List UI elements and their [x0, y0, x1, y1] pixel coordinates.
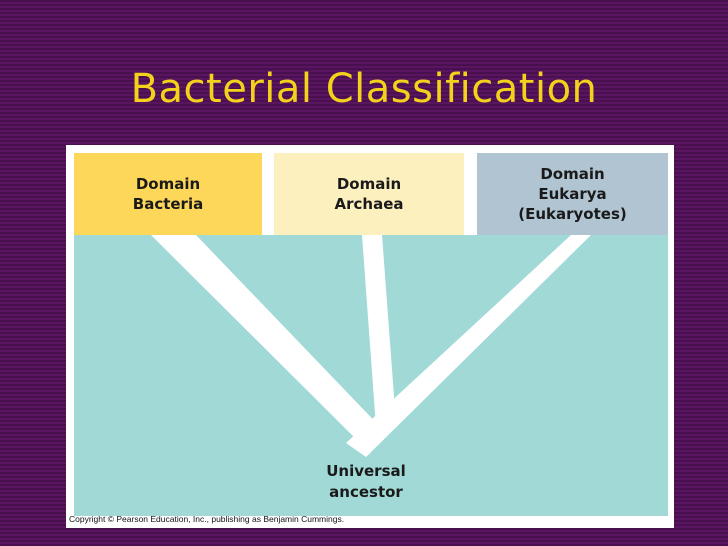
- universal-ancestor-label: Universal ancestor: [291, 461, 441, 503]
- phylogenetic-tree-figure: Domain Bacteria Domain Archaea Domain Eu…: [66, 145, 674, 528]
- domain-eukarya-line2: Eukarya: [538, 185, 607, 203]
- branch-archaea: [362, 235, 396, 427]
- ancestor-line1: Universal: [326, 462, 406, 480]
- tree-branches: [151, 235, 591, 457]
- domain-archaea-line1: Domain: [336, 175, 402, 193]
- branch-eukarya: [346, 235, 591, 457]
- tree-diagram: [74, 235, 668, 516]
- domain-archaea-line2: Archaea: [334, 195, 404, 213]
- domain-eukarya-box: Domain Eukarya (Eukaryotes): [477, 153, 668, 235]
- domain-eukarya-line3: (Eukaryotes): [518, 205, 627, 223]
- domain-bacteria-box: Domain Bacteria: [74, 153, 262, 235]
- domain-bacteria-line1: Domain: [135, 175, 201, 193]
- domain-eukarya-line1: Domain: [540, 165, 605, 183]
- branch-root: [356, 428, 384, 455]
- slide-title: Bacterial Classification: [130, 66, 598, 112]
- copyright-notice: Copyright © Pearson Education, Inc., pub…: [69, 514, 345, 524]
- ancestor-line2: ancestor: [329, 483, 403, 501]
- domain-bacteria-line2: Bacteria: [132, 195, 204, 213]
- domain-archaea-box: Domain Archaea: [274, 153, 464, 235]
- branch-bacteria: [151, 235, 388, 445]
